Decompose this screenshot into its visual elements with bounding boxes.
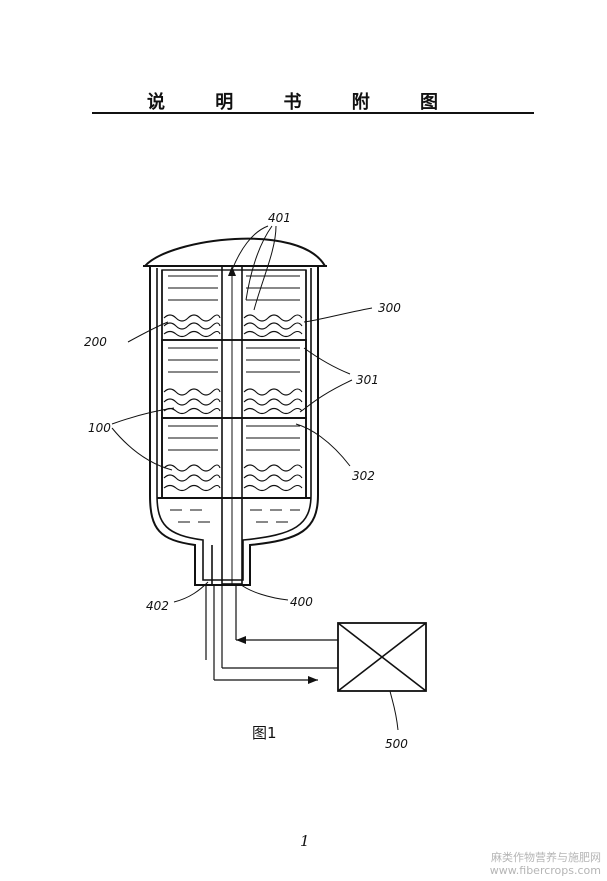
tank-outer-wall [149,266,319,586]
arrowheads [228,266,318,684]
watermark-line2: www.fibercrops.com [489,864,601,877]
flow-arrows [168,275,300,451]
label-302: 302 [352,469,375,483]
label-100: 100 [88,421,111,435]
tank-lid [142,237,327,267]
page-number: 1 [300,832,310,850]
leader-lines [111,225,399,731]
tray-middle [161,339,307,419]
tray-upper [161,269,307,341]
label-400: 400 [290,595,313,609]
label-300: 300 [378,301,401,315]
watermark-line1: 麻类作物营养与施肥网 [491,851,601,864]
external-piping [205,585,338,681]
tank-inner-wall [156,268,312,581]
label-401: 401 [268,211,291,225]
label-200: 200 [84,335,107,349]
processing-unit [337,622,427,692]
liquid-level [170,509,300,523]
tray-lower [161,417,307,499]
figure-caption: 图1 [252,724,277,742]
page-title: 说 明 书 附 图 [146,92,461,113]
header-rule [92,112,534,114]
watermark: 麻类作物营养与施肥网 www.fibercrops.com [490,851,601,877]
fiber-material [163,314,303,492]
label-402: 402 [146,599,169,613]
label-500: 500 [385,737,408,751]
label-301: 301 [356,373,379,387]
